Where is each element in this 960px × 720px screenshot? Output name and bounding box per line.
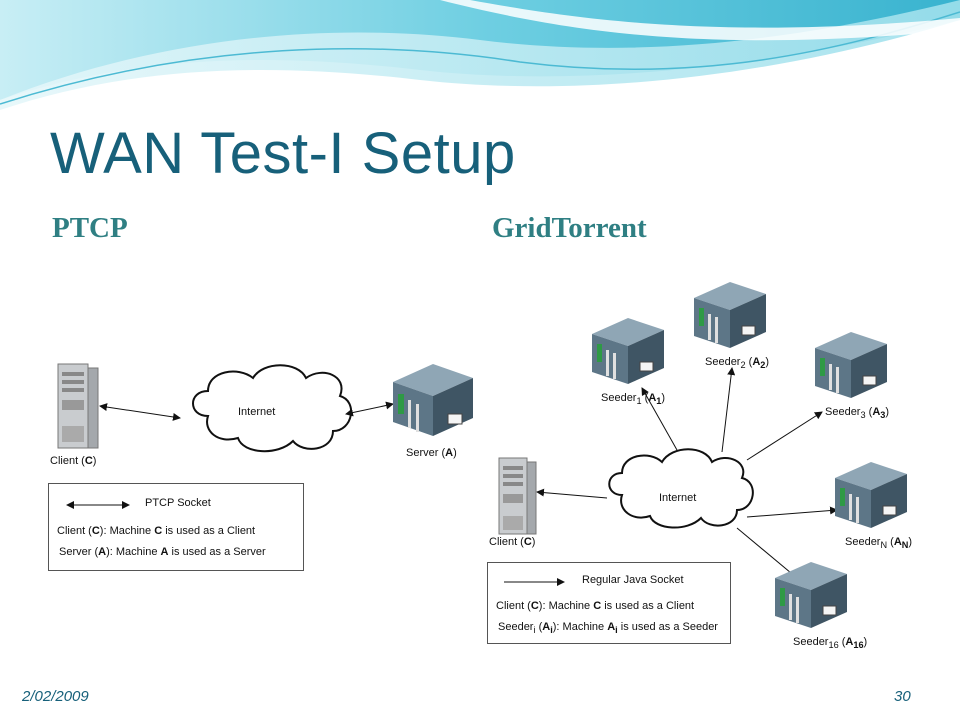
gridtorrent-diagram: Internet Client (C) Seeder1 (A1) Seeder2…: [487, 280, 912, 652]
ptcp-heading: PTCP: [52, 212, 128, 244]
ptcp-legend-server: Server (A): Machine A is used as a Serve…: [59, 546, 266, 558]
ptcp-network-svg: [57, 363, 473, 453]
wave-white: [440, 0, 960, 41]
gridtorrent-network-svg: [498, 282, 907, 628]
ptcp-server-label: Server (A): [406, 447, 457, 459]
gt-line-seeder2: [721, 367, 736, 453]
page-title: WAN Test-I Setup: [50, 121, 516, 186]
seeder-label-1: Seeder1 (A1): [601, 392, 666, 407]
gt-client-label: Client (C): [489, 536, 536, 548]
gt-line-seederN: [746, 506, 838, 518]
gt-legend-client: Client (C): Machine C is used as a Clien…: [496, 600, 695, 612]
seeder-n-icon: [835, 462, 907, 528]
seeder-3-icon: [815, 332, 887, 398]
footer-page-number: 30: [894, 688, 911, 705]
gt-internet-label: Internet: [659, 492, 697, 504]
seeders-group: [592, 282, 907, 628]
footer-date: 2/02/2009: [22, 688, 89, 705]
ptcp-socket-arrow-icon: [66, 501, 130, 509]
gt-line-seeder1: [641, 387, 678, 451]
ptcp-diagram: Internet Client (C) Server (A) PTCP Sock…: [48, 356, 476, 576]
gt-socket-label: Regular Java Socket: [582, 574, 684, 586]
ptcp-legend-client: Client (C): Machine C is used as a Clien…: [57, 525, 256, 537]
gt-line-seeder16: [736, 527, 798, 579]
ptcp-client-label: Client (C): [50, 455, 97, 467]
ptcp-internet-label: Internet: [238, 406, 276, 418]
server-icon: [393, 364, 473, 436]
seeder-label-3: Seeder3 (A3): [825, 406, 890, 421]
gt-line-client: [536, 488, 608, 499]
wave-line: [0, 11, 960, 105]
seeder-16-icon: [775, 562, 847, 628]
client-internet-arrow: [99, 403, 181, 421]
seeder-2-icon: [694, 282, 766, 348]
internet-cloud-icon: [192, 364, 353, 453]
seeder-label-16: Seeder16 (A16): [793, 636, 868, 651]
gt-client-tower-icon: [498, 457, 537, 535]
gt-legend: Regular Java Socket Client (C): Machine …: [487, 562, 731, 644]
seeder-label-n: SeederN (AN): [845, 536, 913, 551]
gt-line-seeder3: [746, 411, 823, 461]
internet-server-arrow: [345, 401, 394, 417]
seeder-label-2: Seeder2 (A2): [705, 356, 770, 371]
wave-light: [0, 0, 960, 110]
client-tower-icon: [57, 363, 99, 449]
gt-legend-seeder: Seederi (Ai): Machine Ai is used as a Se…: [498, 621, 718, 636]
gridtorrent-heading: GridTorrent: [492, 212, 647, 244]
gt-socket-arrow-icon: [504, 578, 565, 586]
seeder-1-icon: [592, 318, 664, 384]
gt-internet-cloud-icon: [608, 448, 754, 529]
ptcp-legend: PTCP Socket Client (C): Machine C is use…: [48, 483, 304, 571]
ptcp-socket-label: PTCP Socket: [145, 497, 211, 509]
